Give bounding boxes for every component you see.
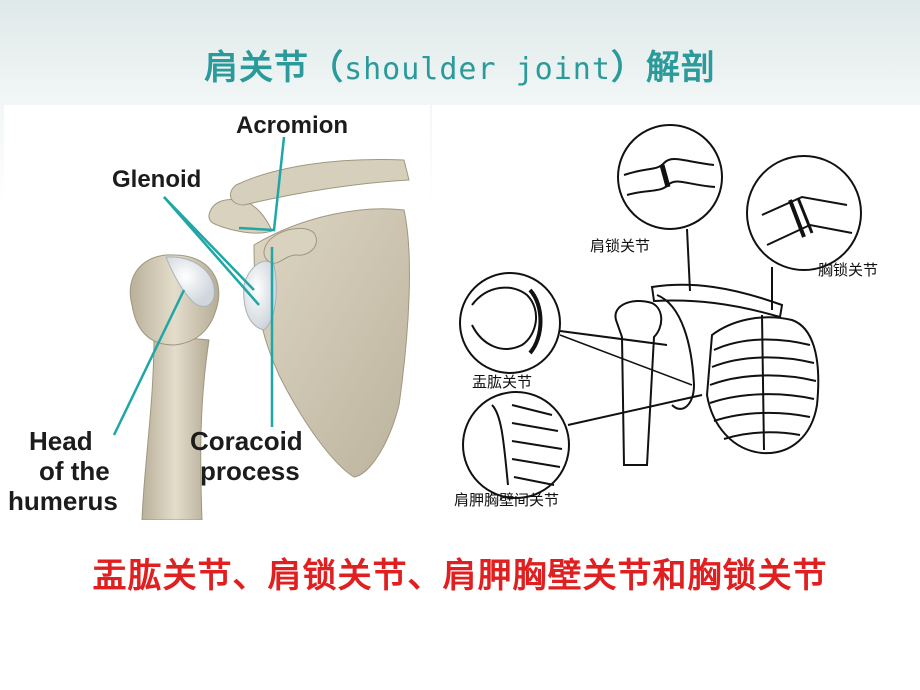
connector-ac (686, 228, 691, 292)
label-glenoid: Glenoid (112, 166, 201, 193)
acromion-leader (238, 136, 286, 232)
label-head-2: of the (39, 456, 110, 486)
connector-gh (559, 330, 668, 346)
glenoid-leader-2 (163, 196, 255, 291)
label-glenohumeral: 盂肱关节 (472, 373, 532, 391)
scapulothoracic-detail (462, 391, 570, 499)
sternoclavicular-detail (746, 155, 862, 271)
shoulder-joints-diagram: 肩锁关节 胸锁关节 盂肱关节 肩胛胸壁间关节 (432, 105, 920, 523)
leader-lines (112, 136, 286, 436)
acromioclavicular-detail (617, 124, 723, 230)
coracoid (263, 227, 317, 264)
head-leader (112, 289, 186, 436)
humerus-cartilage (165, 256, 215, 307)
connector-st (567, 394, 703, 426)
label-head-1: Head (29, 426, 93, 456)
label-coracoid-1: Coracoid (190, 426, 303, 456)
slide-title: 肩关节（shoulder joint）解剖 (0, 40, 920, 89)
label-coracoid-2: process (200, 456, 300, 486)
label-acromion: Acromion (236, 112, 348, 139)
title-paren-open: （ (309, 48, 345, 88)
ribcage-outline (705, 314, 820, 455)
label-sternoclavicular: 胸锁关节 (818, 261, 878, 279)
clavicle (229, 158, 410, 206)
shoulder-anatomy-illustration: Acromion Glenoid Head of the humerus Cor… (4, 105, 430, 521)
scapula-body (253, 208, 410, 478)
humerus-outline (614, 300, 663, 466)
title-en: shoulder joint (344, 52, 611, 87)
joints-line-drawing: 肩锁关节 胸锁关节 盂肱关节 肩胛胸壁间关节 (454, 124, 878, 509)
glenoid-fossa (243, 260, 277, 331)
scapula-outline (656, 294, 696, 410)
label-scapulothoracic: 肩胛胸壁间关节 (454, 491, 559, 509)
title-cn-prefix: 肩关节 (204, 48, 310, 88)
label-acromioclavicular: 肩锁关节 (590, 237, 650, 255)
shoulder-bones-svg: Acromion Glenoid Head of the humerus Cor… (8, 112, 410, 521)
glenohumeral-detail (459, 272, 561, 374)
joints-summary: 盂肱关节、肩锁关节、肩胛胸壁关节和胸锁关节 (92, 556, 828, 596)
label-head-3: humerus (8, 486, 118, 516)
clavicle-outline (650, 283, 784, 319)
title-cn-suffix: 解剖 (645, 48, 716, 88)
title-paren-close: ） (610, 48, 646, 88)
